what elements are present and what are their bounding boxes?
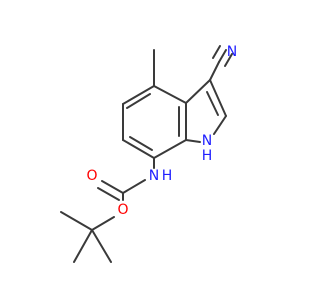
bond-tbu-m3 xyxy=(91,229,112,263)
bond-c6-c7 xyxy=(122,139,155,159)
carbonyl-o-label: O xyxy=(86,168,97,184)
bond-c2-n1 xyxy=(213,115,227,135)
bond-nitrile-3 xyxy=(224,53,233,67)
bond-c7-c7a xyxy=(153,139,187,159)
bond-c3-c2 xyxy=(209,79,227,117)
bond-cco-o-2 xyxy=(97,187,120,201)
bond-cco-o xyxy=(101,180,124,194)
ester-o-label: O xyxy=(117,202,128,218)
amide-n-label: N xyxy=(149,168,159,184)
bonds xyxy=(60,45,233,263)
molecule-structure: N N H N H O O xyxy=(0,0,300,300)
bond-c3-c2-inner xyxy=(206,91,219,116)
bond-c4-c5 xyxy=(122,85,155,105)
background xyxy=(0,0,300,300)
indole-h-label: H xyxy=(202,148,213,164)
bond-tbu-m2 xyxy=(73,229,93,263)
nitrile-n-label: N xyxy=(227,44,237,60)
bond-nitrile-1 xyxy=(218,49,227,63)
bond-oester-ctbu xyxy=(91,216,115,231)
bond-c3a-c4 xyxy=(153,85,187,104)
amide-h-label: H xyxy=(162,168,173,184)
bond-c4-c5-inner xyxy=(126,93,151,109)
bond-c3-cnc xyxy=(209,61,220,81)
bond-tbu-m1 xyxy=(60,211,93,231)
indole-n-label: N xyxy=(202,133,212,149)
bond-nh-cco xyxy=(122,179,146,194)
bond-nitrile-2 xyxy=(212,45,221,59)
bond-n1-c7a xyxy=(185,139,201,143)
bond-c6-c7-inner xyxy=(129,136,153,151)
atom-labels: N N H N H O O xyxy=(86,44,237,218)
bond-c3a-c3 xyxy=(185,79,211,104)
